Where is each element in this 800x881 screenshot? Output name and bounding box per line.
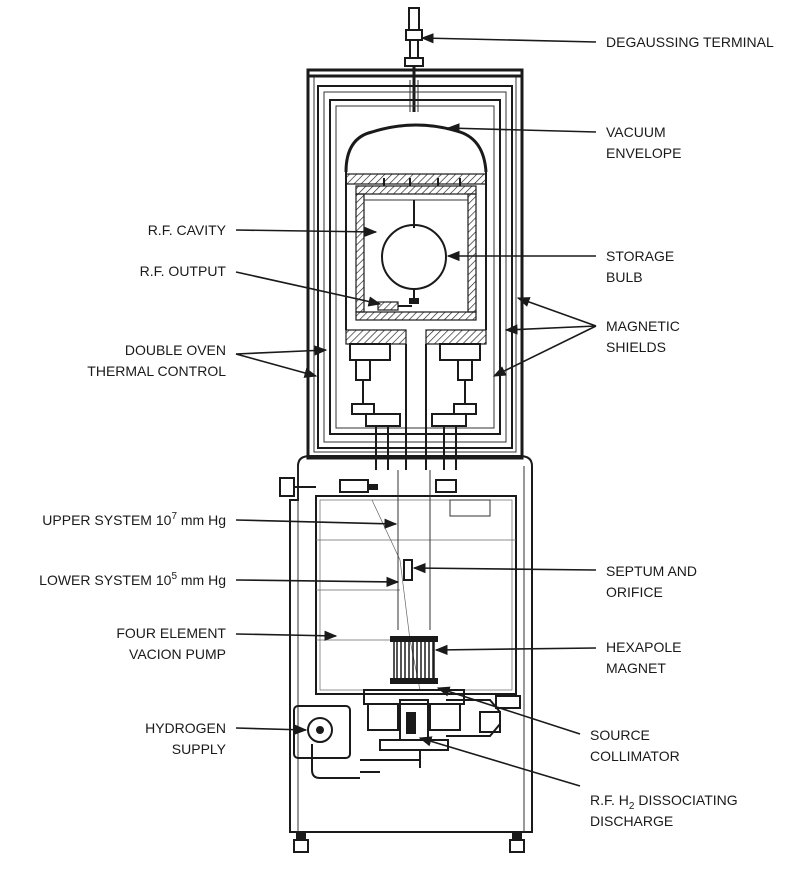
label-storage-bulb-line1: STORAGE — [606, 248, 674, 264]
label-upper-system-prefix: UPPER SYSTEM 10 — [42, 512, 171, 528]
label-storage-bulb-line2: BULB — [606, 269, 643, 285]
label-lower-system: LOWER SYSTEM 105 mm Hg — [39, 571, 226, 588]
label-vacuum-envelope-line1: VACUUM — [606, 124, 666, 140]
cabinet-feet — [293, 832, 525, 853]
diagram-labels: DEGAUSSING TERMINAL VACUUM ENVELOPE R.F.… — [39, 34, 774, 829]
label-discharge-subscript: 2 — [629, 801, 635, 812]
label-vacuum-envelope-line2: ENVELOPE — [606, 145, 681, 161]
apparatus-drawing — [279, 7, 533, 853]
leader-lines — [235, 33, 597, 787]
label-discharge-suffix: DISSOCIATING — [634, 792, 737, 808]
label-hydrogen-line2: SUPPLY — [172, 741, 227, 757]
hydrogen-supply — [293, 705, 380, 779]
hexapole-magnet — [390, 636, 438, 684]
label-septum-line1: SEPTUM AND — [606, 563, 697, 579]
label-discharge-line2: DISCHARGE — [590, 813, 673, 829]
label-vacion-line1: FOUR ELEMENT — [116, 625, 226, 641]
vacuum-envelope — [344, 123, 488, 330]
label-lower-system-unit: mm Hg — [177, 572, 226, 588]
label-source-line1: SOURCE — [590, 727, 650, 743]
source-assembly — [360, 689, 521, 768]
label-double-oven-line2: THERMAL CONTROL — [87, 363, 226, 379]
rf-cavity — [355, 178, 477, 321]
label-discharge-prefix: R.F. H — [590, 792, 629, 808]
label-hexapole-line2: MAGNET — [606, 660, 666, 676]
label-upper-system-unit: mm Hg — [177, 512, 226, 528]
label-double-oven-line1: DOUBLE OVEN — [125, 342, 226, 358]
label-lower-system-prefix: LOWER SYSTEM 10 — [39, 572, 171, 588]
storage-bulb — [381, 224, 447, 304]
label-vacion-line2: VACION PUMP — [129, 646, 226, 662]
label-hexapole-line1: HEXAPOLE — [606, 639, 681, 655]
label-lower-system-exponent: 5 — [171, 571, 177, 582]
degaussing-terminal — [404, 7, 424, 112]
label-hydrogen-line1: HYDROGEN — [145, 720, 226, 736]
label-rf-output: R.F. OUTPUT — [140, 263, 227, 279]
label-magnetic-shields-line2: SHIELDS — [606, 339, 666, 355]
label-degaussing-terminal: DEGAUSSING TERMINAL — [606, 34, 774, 50]
septum-and-orifice — [403, 559, 413, 581]
label-upper-system: UPPER SYSTEM 107 mm Hg — [42, 511, 226, 528]
label-upper-system-exponent: 7 — [171, 511, 177, 522]
vacuum-cabinet — [279, 455, 533, 833]
label-source-line2: COLLIMATOR — [590, 748, 680, 764]
label-discharge-line1: R.F. H2 DISSOCIATING — [590, 792, 738, 812]
label-magnetic-shields-line1: MAGNETIC — [606, 318, 680, 334]
label-rf-cavity: R.F. CAVITY — [148, 222, 227, 238]
magnetic-shields — [306, 68, 524, 460]
oven-section — [345, 329, 487, 470]
label-septum-line2: ORIFICE — [606, 584, 663, 600]
